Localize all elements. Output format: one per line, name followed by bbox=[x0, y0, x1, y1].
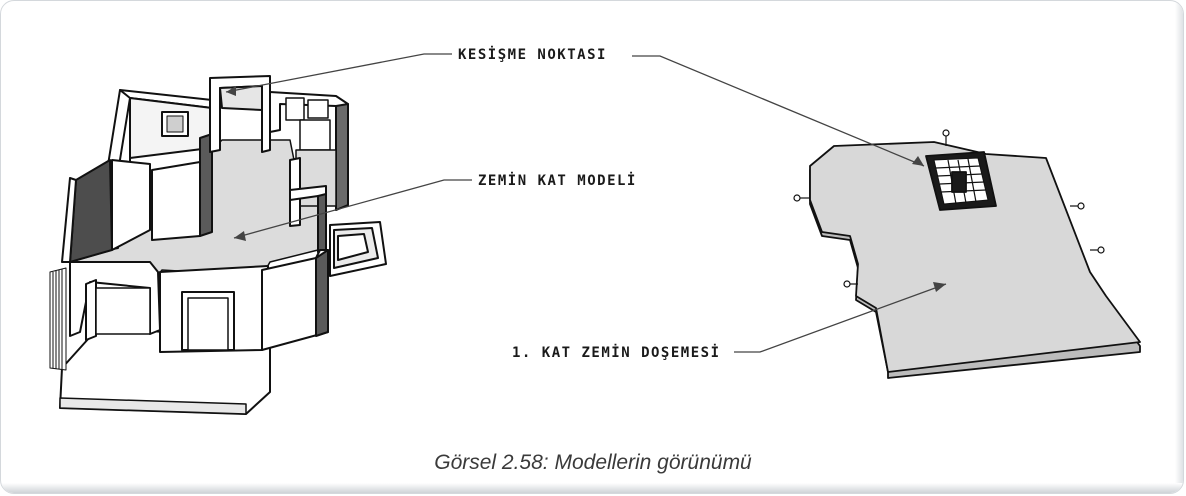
mid-partition bbox=[151, 161, 201, 241]
slab-pin-markers bbox=[793, 129, 1105, 288]
frame-bottom-shade bbox=[1, 483, 1183, 493]
figure-caption: Görsel 2.58: Modellerin görünümü bbox=[434, 451, 752, 474]
stair-opening bbox=[925, 151, 997, 211]
mid-partition-shade bbox=[199, 133, 213, 237]
steps-top bbox=[337, 233, 369, 261]
right-partition-shade bbox=[317, 193, 327, 253]
label-ground-floor-model: ZEMİN KAT MODELİ bbox=[478, 172, 637, 189]
slab-top-surface bbox=[809, 141, 1141, 373]
corner-opening bbox=[95, 287, 151, 335]
left-wall-inner bbox=[111, 159, 151, 251]
terrace-slab-edge bbox=[59, 397, 247, 415]
leader-slab bbox=[734, 283, 947, 353]
leader-intersection-right bbox=[632, 55, 925, 167]
label-intersection-point: KESİŞME NOKTASI bbox=[458, 46, 607, 63]
right-back-wall-shade bbox=[335, 103, 349, 211]
ground-floor-model bbox=[49, 75, 387, 415]
leader-intersection-left bbox=[225, 53, 452, 93]
striped-side-edge bbox=[49, 267, 67, 371]
frame-side-shade bbox=[1175, 1, 1183, 493]
front-corner-column bbox=[85, 279, 97, 341]
first-floor-slab bbox=[793, 129, 1141, 379]
label-first-floor-slab: 1. KAT ZEMİN DOŞEMESİ bbox=[512, 344, 721, 361]
left-wall-top bbox=[61, 177, 77, 263]
leader-lines bbox=[225, 53, 947, 353]
leader-ground-floor bbox=[233, 179, 472, 239]
left-wall-face bbox=[69, 159, 113, 263]
front-wall-right-shade bbox=[315, 249, 329, 337]
